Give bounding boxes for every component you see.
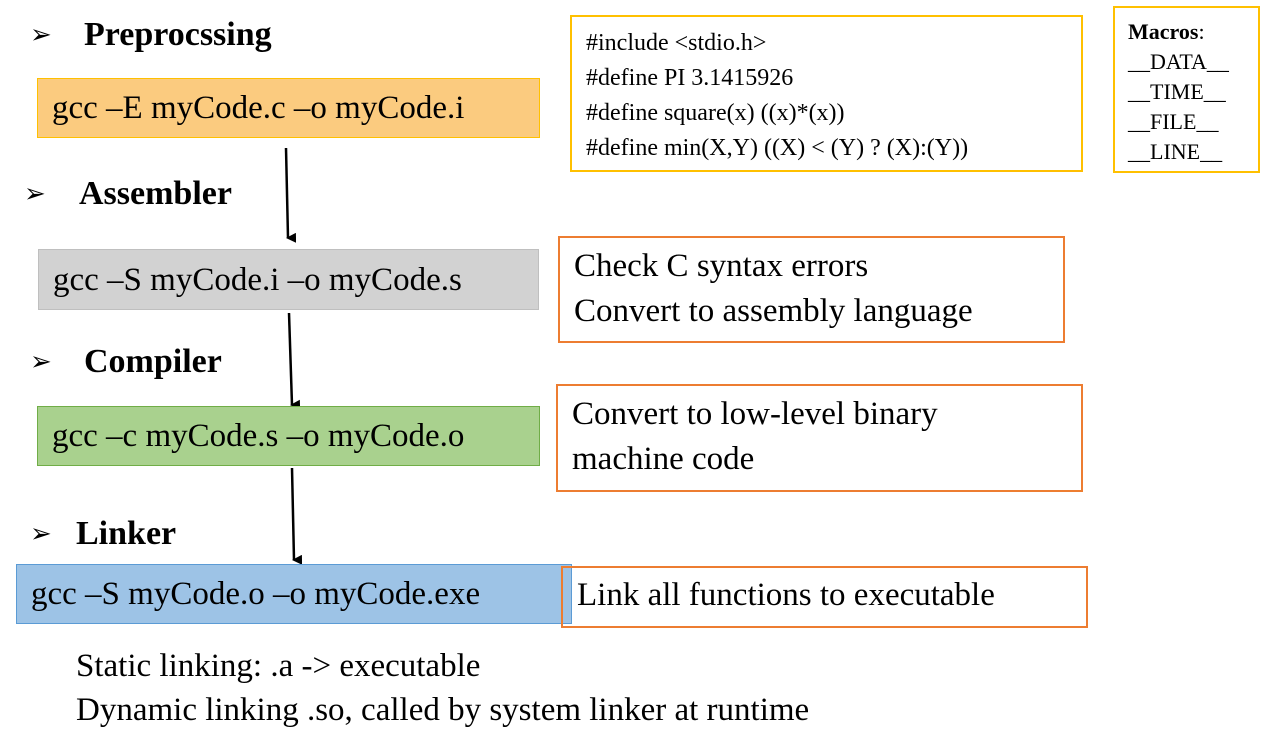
- macros-title-label: Macros: [1128, 19, 1199, 44]
- note-assembler: Check C syntax errors Convert to assembl…: [558, 236, 1065, 343]
- dynamic-linking-note: Dynamic linking .so, called by system li…: [76, 692, 810, 728]
- code-line: #define PI 3.1415926: [586, 65, 794, 91]
- code-example-box: #include <stdio.h> #define PI 3.1415926 …: [570, 15, 1083, 172]
- note-compiler: Convert to low-level binary machine code: [556, 384, 1083, 492]
- command-preprocess: gcc –E myCode.c –o myCode.i: [37, 78, 540, 138]
- macro-item: __DATA__: [1128, 49, 1229, 74]
- note-line: Link all functions to executable: [577, 577, 995, 613]
- command-compile-text: gcc –c myCode.s –o myCode.o: [52, 418, 465, 454]
- command-preprocess-text: gcc –E myCode.c –o myCode.i: [52, 90, 465, 126]
- code-line: #define min(X,Y) ((X) < (Y) ? (X):(Y)): [586, 135, 969, 161]
- arrow-assembler-to-compiler: [287, 312, 301, 410]
- note-line: Check C syntax errors: [574, 248, 869, 284]
- note-line: machine code: [572, 441, 755, 477]
- bullet-icon: ➢: [30, 519, 52, 548]
- arrow-preprocess-to-assembler: [284, 147, 297, 243]
- command-link: gcc –S myCode.o –o myCode.exe: [16, 564, 572, 624]
- command-assemble-text: gcc –S myCode.i –o myCode.s: [53, 261, 462, 298]
- note-linker: Link all functions to executable: [561, 566, 1088, 628]
- command-compile: gcc –c myCode.s –o myCode.o: [37, 406, 540, 466]
- macro-item: __LINE__: [1128, 139, 1223, 164]
- macro-item: __FILE__: [1128, 109, 1219, 134]
- heading-assembler: Assembler: [79, 175, 232, 212]
- macro-item: __TIME__: [1128, 79, 1226, 104]
- note-line: Convert to assembly language: [574, 293, 973, 329]
- bullet-icon: ➢: [24, 179, 46, 208]
- arrow-compiler-to-linker: [290, 467, 303, 565]
- bullet-icon: ➢: [30, 20, 52, 49]
- heading-linker: Linker: [76, 515, 177, 552]
- code-line: #include <stdio.h>: [586, 30, 767, 56]
- code-line: #define square(x) ((x)*(x)): [586, 100, 845, 126]
- bullet-icon: ➢: [30, 347, 52, 376]
- heading-preprocessing: Preprocssing: [84, 16, 272, 53]
- command-assemble: gcc –S myCode.i –o myCode.s: [38, 249, 539, 310]
- heading-compiler: Compiler: [84, 343, 222, 380]
- macros-title-suffix: :: [1198, 19, 1205, 44]
- command-link-text: gcc –S myCode.o –o myCode.exe: [31, 576, 481, 612]
- linking-notes: Static linking: .a -> executable Dynamic…: [76, 644, 809, 732]
- macros-box: Macros: __DATA__ __TIME__ __FILE__ __LIN…: [1113, 6, 1260, 173]
- note-line: Convert to low-level binary: [572, 396, 938, 432]
- macros-title: Macros:: [1128, 17, 1258, 47]
- static-linking-note: Static linking: .a -> executable: [76, 648, 481, 684]
